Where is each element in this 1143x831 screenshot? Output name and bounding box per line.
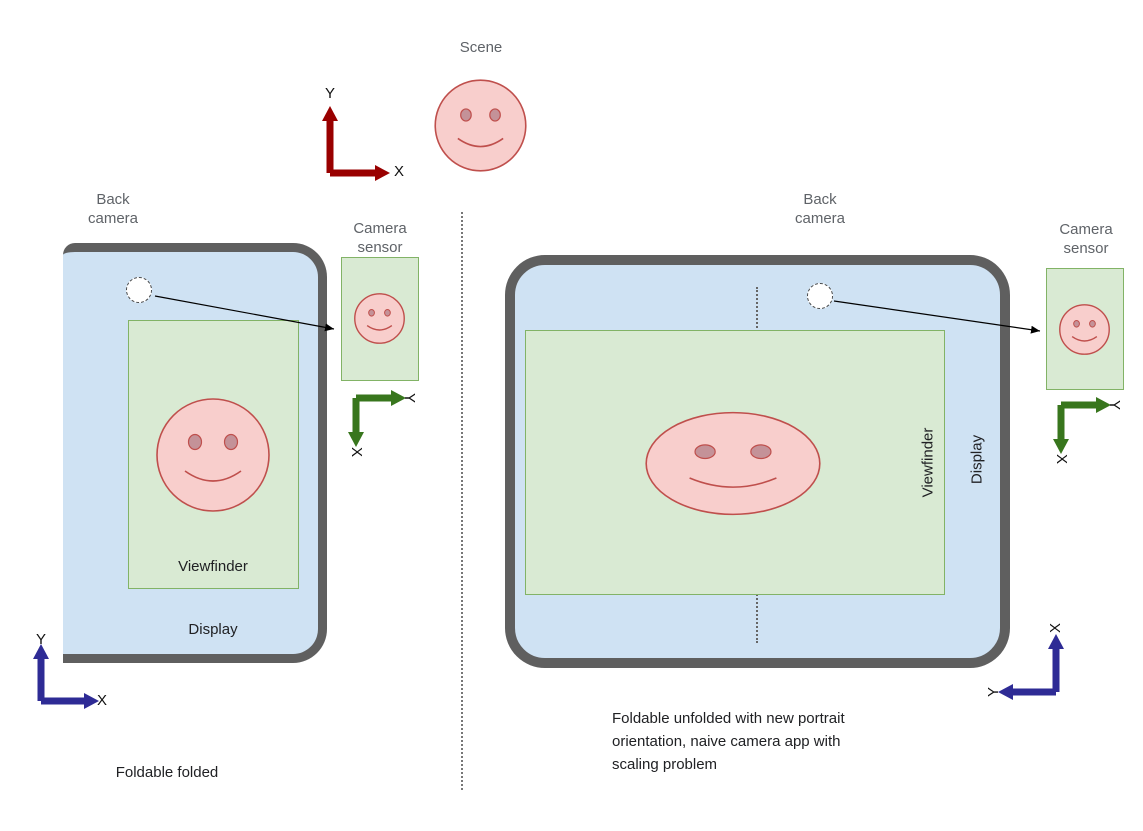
left-device-axis-x-label: X [96,692,107,709]
left-sensor-axis-x-label: X [348,446,365,457]
left-sensor-axis-y-label: Y [401,392,418,403]
right-camera-position-circle [807,283,833,309]
right-device-axis-icon [998,634,1064,700]
right-viewfinder-face-icon [640,409,826,518]
right-sensor-axis-icon [1053,397,1111,454]
left-camera-sensor-label: Camera sensor [353,220,407,256]
left-device-axis-icon [33,644,99,709]
left-sensor-face-icon [353,292,406,345]
scene-axis-x-label: X [393,163,404,180]
left-display-label: Display [188,621,238,638]
left-sensor-axis-icon [348,390,406,447]
right-caption: Foldable unfolded with new portrait orie… [612,710,845,773]
left-viewfinder-face-icon [153,395,273,515]
scene-axis-icon [322,106,390,181]
left-caption: Foldable folded [115,764,219,781]
right-sensor-axis-y-label: Y [1106,399,1123,410]
right-viewfinder-label: Viewfinder [919,427,937,498]
left-viewfinder-label: Viewfinder [178,558,248,575]
right-sensor-face-icon [1058,303,1111,356]
scene-label: Scene [459,39,503,56]
scene-axis-y-label: Y [324,85,335,102]
right-device-axis-x-label: X [1047,623,1064,634]
panel-separator-line [461,212,463,790]
right-device-axis-y-label: Y [985,687,1002,698]
left-camera-position-circle [126,277,152,303]
left-device-axis-y-label: Y [35,631,46,648]
right-camera-sensor-label: Camera sensor [1059,221,1113,257]
scene-face-icon [432,77,529,174]
right-sensor-axis-x-label: X [1053,453,1070,464]
right-display-label: Display [968,434,986,485]
left-back-camera-label: Back camera [87,191,139,227]
right-back-camera-label: Back camera [794,191,846,227]
